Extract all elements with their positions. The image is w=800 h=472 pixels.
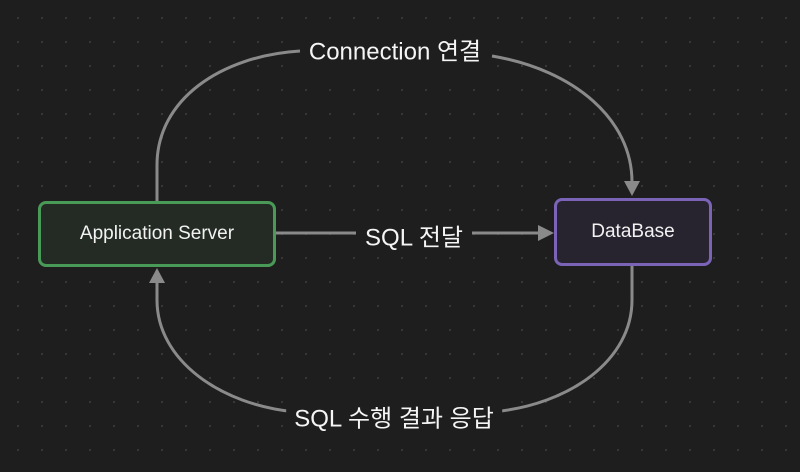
- node-application-server[interactable]: Application Server: [38, 201, 276, 267]
- edge-sql-send-arrow: [538, 225, 554, 241]
- edge-label-sql-result: SQL 수행 결과 응답: [286, 396, 502, 436]
- edge-connection-arrow: [624, 181, 640, 196]
- node-database-label: DataBase: [591, 221, 675, 242]
- edge-sql-result-arrow: [149, 268, 165, 283]
- edge-connection: [155, 49, 634, 201]
- edge-sql-result: [155, 266, 634, 414]
- node-application-server-label: Application Server: [79, 223, 235, 244]
- edge-label-sql-send: SQL 전달: [357, 215, 471, 255]
- node-database[interactable]: DataBase: [554, 198, 712, 266]
- edge-label-connection: Connection 연결: [300, 29, 490, 69]
